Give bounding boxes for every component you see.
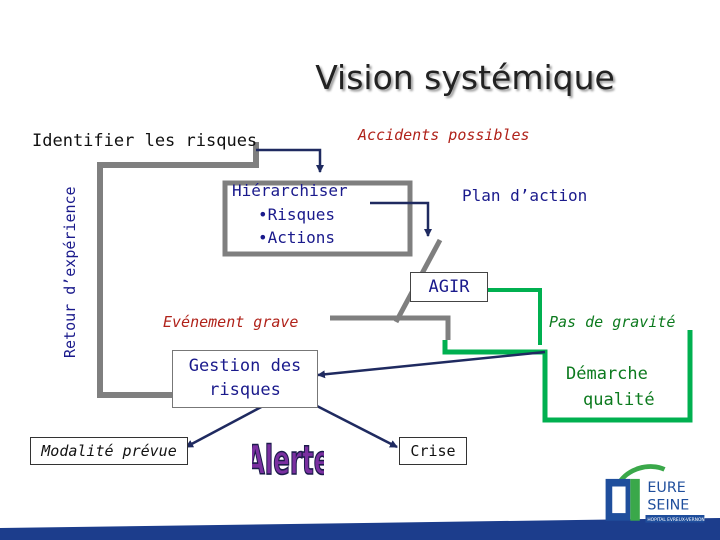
diagram-title: Vision systémique (315, 58, 615, 97)
modalite-prevue-box: Modalité prévue (30, 437, 188, 465)
label-qualite: qualité (583, 390, 655, 410)
hospital-logo: EURE SEINE HOPITAL EVREUX-VERNON (605, 464, 705, 523)
label-gestion-line2: risques (209, 380, 281, 400)
label-agir: AGIR (428, 277, 470, 297)
hierarchiser-frame (222, 180, 413, 257)
logo-block-white (612, 486, 626, 514)
label-modalite-prevue: Modalité prévue (41, 442, 177, 460)
crise-box: Crise (399, 437, 467, 465)
qualite-frame (442, 330, 693, 423)
gestion-risques-box: Gestion des risques (172, 350, 318, 408)
label-accidents-possibles: Accidents possibles (358, 126, 530, 144)
arrow-demarche-to-gestion (317, 350, 546, 379)
logo-line2: SEINE (647, 497, 689, 513)
arrow-hierarchiser-to-plan (370, 201, 432, 237)
label-plan-action: Plan d’action (462, 186, 588, 205)
label-crise: Crise (410, 442, 456, 460)
label-risques-item: •Risques (258, 205, 336, 224)
logo-sub: HOPITAL EVREUX-VERNON (647, 517, 704, 523)
label-demarche: Démarche (566, 364, 648, 384)
label-hierarchiser: Hiérarchiser (232, 181, 348, 200)
logo-line1: EURE (647, 480, 685, 496)
agir-box: AGIR (410, 272, 488, 302)
arrow-identifier-to-accidents (256, 148, 324, 173)
arrow-gestion-to-modalite (185, 403, 266, 449)
label-retour-experience: Retour d’expérience (61, 186, 79, 358)
label-pas-de-gravite: Pas de gravité (549, 313, 676, 331)
arrow-gestion-to-crise (314, 403, 398, 449)
retour-experience-loop (97, 142, 259, 398)
footer-band (0, 518, 720, 540)
label-evenement-grave: Evénement grave (163, 313, 299, 331)
agir-to-evenement-link (330, 315, 451, 340)
alerte-text: Alerte (252, 436, 324, 483)
alerte-wordart: Alerte (252, 436, 324, 484)
label-actions-item: •Actions (258, 228, 336, 247)
label-gestion-line1: Gestion des (188, 356, 302, 376)
logo-sub-band (645, 515, 705, 523)
label-identifier-risques: Identifier les risques (32, 131, 258, 151)
logo-block-green (630, 478, 640, 521)
green-agir-link (487, 288, 542, 345)
